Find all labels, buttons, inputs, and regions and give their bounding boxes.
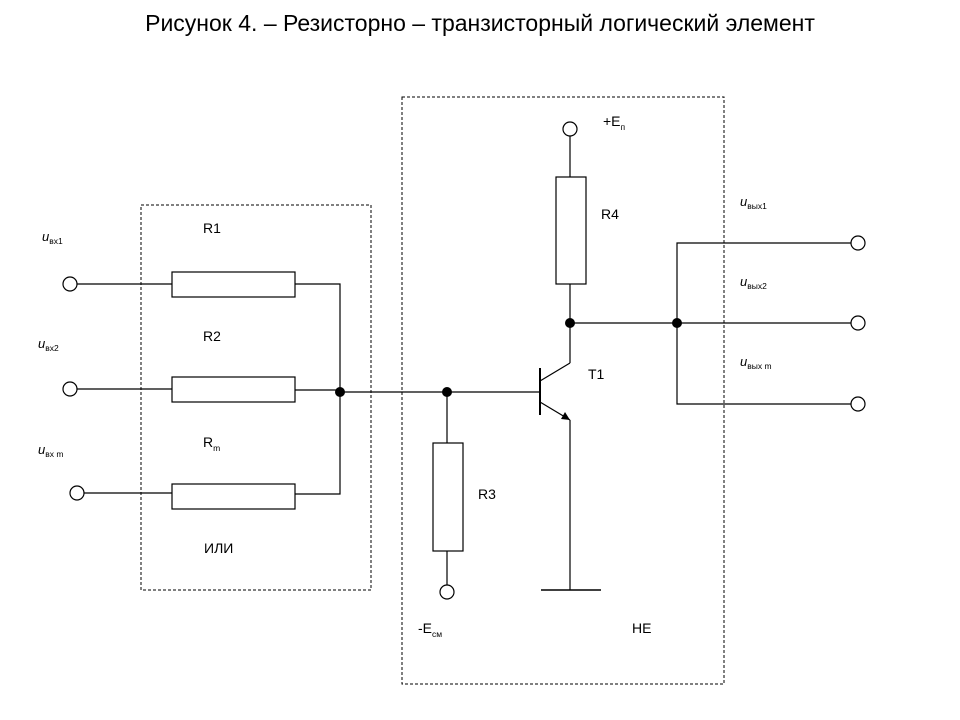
output-1-label: uвых1	[740, 194, 767, 211]
input-2-terminal	[62, 381, 78, 397]
wire	[295, 393, 341, 495]
r2-label: R2	[203, 328, 221, 344]
output-m-label: uвых m	[740, 354, 772, 371]
r1-label: R1	[203, 220, 221, 236]
not-block-label: НЕ	[632, 620, 651, 636]
ecm-terminal	[439, 584, 455, 600]
input-2-label: uвх2	[38, 336, 59, 353]
output-2-label: uвых2	[740, 274, 767, 291]
wire	[676, 242, 851, 405]
output-m-terminal	[850, 396, 866, 412]
input-m-label: uвх m	[38, 442, 63, 459]
ecm-label: -Eсм	[418, 620, 442, 639]
resistor-r3	[432, 442, 464, 552]
input-m-terminal	[69, 485, 85, 501]
emitter-arrow-icon	[561, 412, 570, 420]
resistor-r4	[555, 176, 587, 285]
ep-terminal	[562, 121, 578, 137]
wire	[295, 283, 341, 393]
resistor-r2	[171, 376, 296, 403]
t1-label: T1	[588, 366, 605, 382]
input-1-label: uвх1	[42, 229, 63, 246]
or-block-outline	[140, 204, 372, 591]
r3-label: R3	[478, 486, 496, 502]
or-block-label: ИЛИ	[204, 540, 233, 556]
figure-caption: Рисунок 4. – Резисторно – транзисторный …	[145, 10, 815, 36]
rm-label: Rm	[203, 434, 220, 453]
output-1-terminal	[850, 235, 866, 251]
transistor-collector-lead	[539, 362, 571, 382]
not-block-outline	[401, 96, 725, 685]
output-2-terminal	[850, 315, 866, 331]
ep-label: +Eп	[603, 113, 626, 132]
resistor-r1	[171, 271, 296, 298]
input-1-terminal	[62, 276, 78, 292]
r4-label: R4	[601, 206, 619, 222]
resistor-rm	[171, 483, 296, 510]
